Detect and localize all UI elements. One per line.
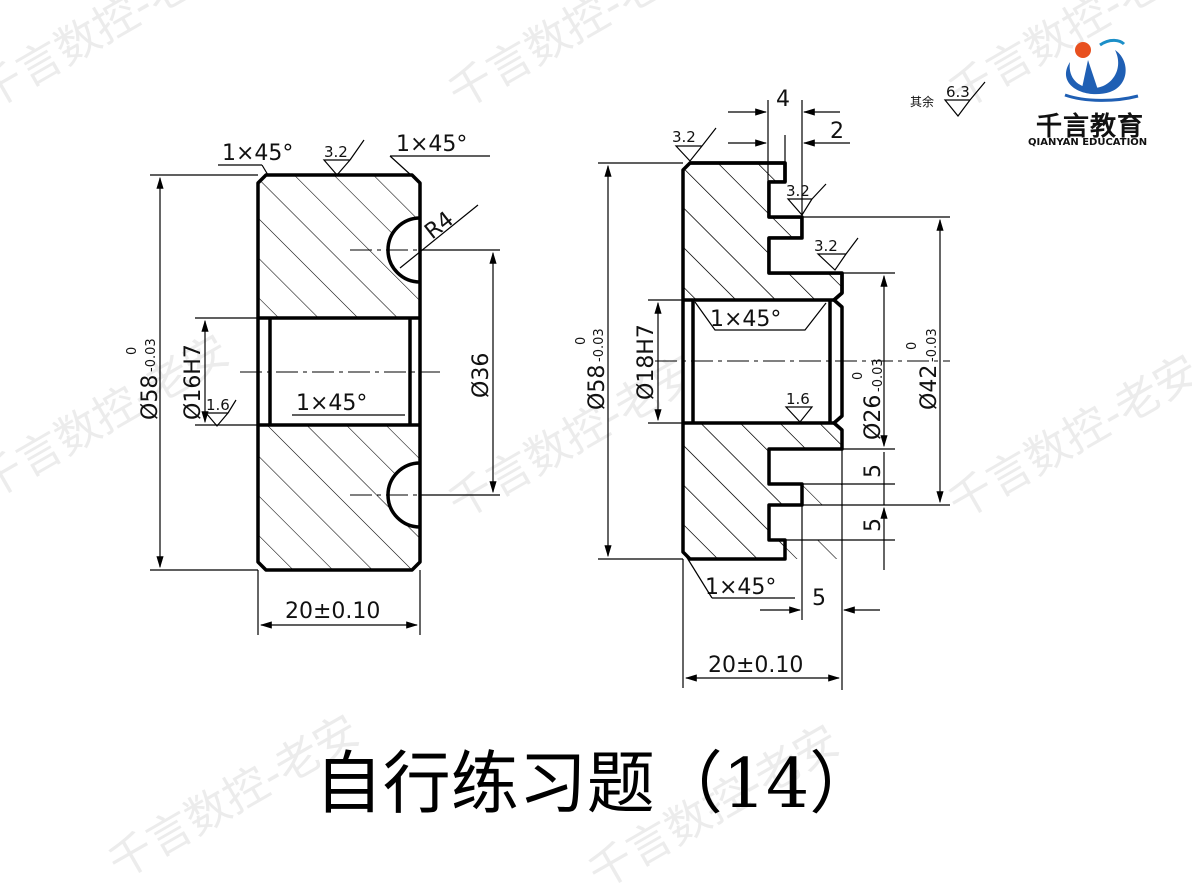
roughness-note: 其余 6.3 xyxy=(910,81,986,117)
left-groove-dia: Ø36 xyxy=(469,353,494,398)
right-hub-tol-lower: -0.03 xyxy=(871,358,886,392)
right-roughness-bore: 1.6 xyxy=(786,390,810,408)
right-chamfer-bottom: 1×45° xyxy=(705,575,776,600)
right-bore-dia: Ø18H7 xyxy=(634,324,659,400)
right-step-tol-upper: 0 xyxy=(905,342,920,350)
left-outer-tol-upper: 0 xyxy=(125,347,140,355)
roughness-note-label: 其余 xyxy=(910,94,934,109)
left-chamfer-top-right: 1×45° xyxy=(396,132,467,157)
right-chamfer-bore: 1×45° xyxy=(710,307,781,332)
right-dim-4: 4 xyxy=(776,87,790,112)
right-dim-5b: 5 xyxy=(861,518,886,532)
right-dim-5c: 5 xyxy=(812,586,826,611)
left-width: 20±0.10 xyxy=(285,599,380,624)
right-step-tol-lower: -0.03 xyxy=(925,328,940,362)
right-outer-tol-lower: -0.03 xyxy=(592,328,607,362)
right-dim-5a: 5 xyxy=(861,464,886,478)
left-roughness-bore: 1.6 xyxy=(206,396,230,414)
right-step-dia: Ø42 xyxy=(917,365,942,410)
watermark: 千言数控-老安 xyxy=(940,0,1192,120)
left-part-section: Ø58 -0.03 0 Ø16H7 1.6 Ø36 R4 20±0.10 1×4… xyxy=(125,132,500,635)
logo-text-en: QIANYAN EDUCATION xyxy=(1028,137,1148,148)
page-title: 自行练习题（14） xyxy=(314,745,878,824)
left-bore-dia: Ø16H7 xyxy=(181,344,206,420)
right-width: 20±0.10 xyxy=(708,653,803,678)
right-roughness-step1: 3.2 xyxy=(786,182,810,200)
right-part-section: 4 2 3.2 3.2 3.2 Ø58 -0.03 0 Ø18H7 1×45° … xyxy=(574,87,950,690)
right-dim-2: 2 xyxy=(830,119,844,144)
right-hub-tol-upper: 0 xyxy=(851,372,866,380)
watermark: 千言数控-老安 xyxy=(0,0,238,120)
right-roughness-top: 3.2 xyxy=(672,128,696,146)
left-outer-tol-lower: -0.03 xyxy=(144,338,159,372)
right-outer-dia: Ø58 xyxy=(585,365,610,410)
right-roughness-step2: 3.2 xyxy=(814,237,838,255)
roughness-note-value: 6.3 xyxy=(946,83,970,101)
logo-text-cn: 千言教育 xyxy=(1036,112,1145,142)
watermark: 千言数控-老安 xyxy=(440,0,708,120)
left-outer-dia: Ø58 xyxy=(138,375,163,420)
left-chamfer-bore: 1×45° xyxy=(296,391,367,416)
left-radius: R4 xyxy=(420,207,458,245)
left-chamfer-top-left: 1×45° xyxy=(222,141,293,166)
left-roughness-top: 3.2 xyxy=(324,143,348,161)
right-hub-dia: Ø26 xyxy=(861,395,886,440)
watermark: 千言数控-老安 xyxy=(940,345,1192,529)
logo-icon xyxy=(1064,38,1139,102)
right-outer-tol-upper: 0 xyxy=(574,337,589,345)
